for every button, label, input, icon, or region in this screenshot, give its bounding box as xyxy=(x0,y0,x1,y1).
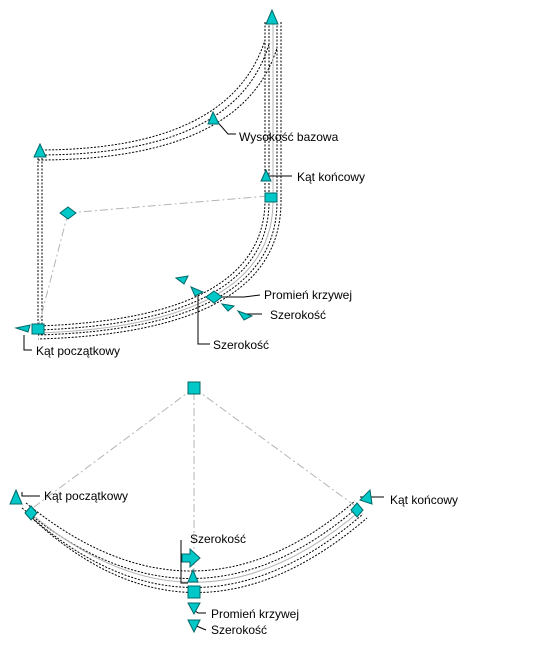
triangle-grip-icon[interactable] xyxy=(187,602,201,616)
bottom-guide-lines xyxy=(29,387,359,575)
leader-lines xyxy=(21,117,384,631)
triangle-grip-icon[interactable] xyxy=(190,286,205,297)
top-curve-outline xyxy=(37,22,282,340)
square-grip-icon[interactable] xyxy=(264,192,278,203)
label-start-angle-top: Kąt początkowy xyxy=(36,344,121,358)
triangle-grip-icon[interactable] xyxy=(260,168,272,182)
top-guide-lines xyxy=(37,195,269,329)
triangle-grip-icon[interactable] xyxy=(33,142,47,158)
label-width-inner-top: Szerokość xyxy=(213,338,270,352)
arrow-grip-icon[interactable] xyxy=(181,547,201,569)
diamond-grip-icon[interactable] xyxy=(24,505,38,521)
label-end-angle-top: Kąt końcowy xyxy=(297,170,366,184)
label-start-angle-bottom: Kąt początkowy xyxy=(44,489,129,503)
label-curve-radius-top: Promień krzywej xyxy=(264,288,353,302)
label-base-height: Wysokość bazowa xyxy=(239,130,339,144)
triangle-grip-icon[interactable] xyxy=(187,568,199,583)
triangle-grip-icon[interactable] xyxy=(359,488,373,505)
diamond-grip-icon[interactable] xyxy=(205,290,223,304)
triangle-grip-icon[interactable] xyxy=(187,619,201,634)
diamond-grip-icon[interactable] xyxy=(59,206,77,220)
diamond-grip-icon[interactable] xyxy=(350,502,364,518)
triangle-grip-icon[interactable] xyxy=(220,303,236,312)
triangle-grip-icon[interactable] xyxy=(174,275,189,285)
label-width-outer-top: Szerokość xyxy=(270,308,327,322)
top-curve-centerline xyxy=(37,22,274,334)
label-width-bottom: Szerokość xyxy=(211,623,268,637)
square-grip-icon[interactable] xyxy=(31,323,45,335)
triangle-grip-icon[interactable] xyxy=(265,8,279,25)
label-width-top-bottom: Szerokość xyxy=(190,532,247,546)
label-end-angle-bottom: Kąt końcowy xyxy=(390,493,459,507)
triangle-grip-icon[interactable] xyxy=(207,110,220,125)
square-grip-icon[interactable] xyxy=(187,381,201,395)
label-curve-radius-bottom: Promień krzywej xyxy=(211,607,300,621)
square-grip-icon[interactable] xyxy=(187,585,201,599)
triangle-grip-icon[interactable] xyxy=(9,488,23,505)
triangle-grip-icon[interactable] xyxy=(236,310,254,321)
triangle-grip-icon[interactable] xyxy=(14,324,31,333)
